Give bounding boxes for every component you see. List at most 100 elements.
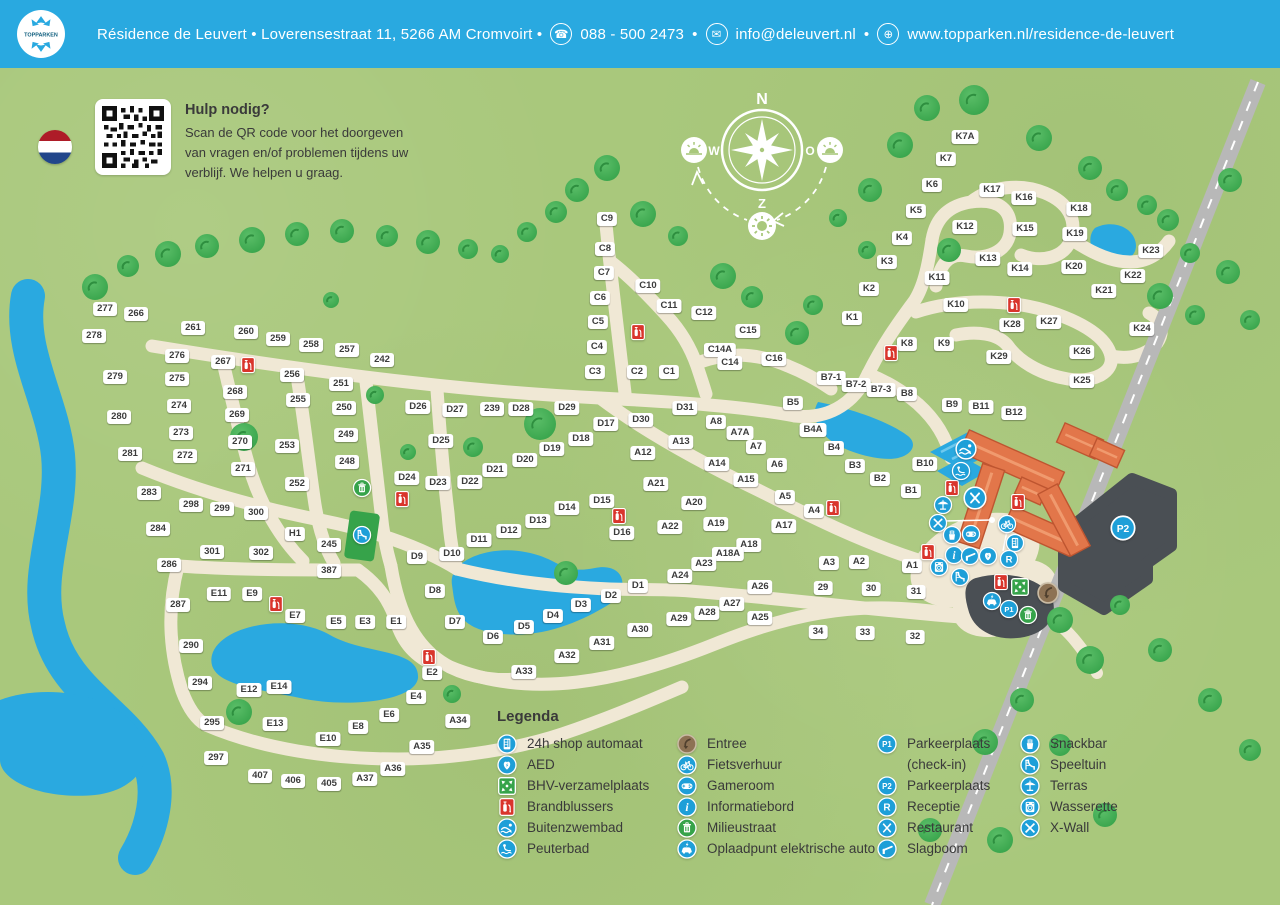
help-text-block: Hulp nodig? Scan de QR code voor het doo… [185,102,408,183]
legend-entry: Informatiebord [677,796,877,817]
brand-icon [610,507,628,525]
phone-number: 088 - 500 2473 [580,25,685,43]
legend-entry: Parkeerplaats [877,775,1020,796]
legend-entry: Wasserette [1020,796,1118,817]
legend-label: Informatiebord [707,799,795,814]
help-line: van vragen en/of problemen tijdens uw [185,145,409,160]
brand-icon [943,479,961,497]
legend-label: Brandblussers [527,799,614,814]
terras-icon [934,496,953,515]
legend-label: Fietsverhuur [707,757,783,772]
legend-entry: Slagboom [877,838,1020,859]
legend-entry: 24h shop automaat [497,733,677,754]
legend-label: Receptie [907,799,961,814]
info-icon [677,797,697,817]
globe-icon: ⊕ [877,23,900,45]
legend-label: BHV-verzamelplaats [527,778,650,793]
legend-label: Oplaadpunt elektrische auto [707,841,876,856]
legend-entry: BHV-verzamelplaats [497,775,677,796]
separator: • [692,25,698,43]
header-title: Résidence de Leuvert • Loverensestraat 1… [97,23,1174,45]
legend-entry: Milieustraat [677,817,877,838]
legend-entry: Brandblussers [497,796,677,817]
shop24-icon [497,734,517,754]
peuterbad-icon [952,462,971,481]
legend-label: Milieustraat [707,820,777,835]
brand-icon [882,344,900,362]
logo-text: TOPPARKEN [24,33,58,39]
legend-label: Terras [1050,778,1088,793]
zwembad-icon [955,438,977,460]
park-name-address: Résidence de Leuvert • Loverensestraat 1… [97,25,543,43]
bhv-icon [1010,577,1030,597]
legend-label: X-Wall [1050,820,1090,835]
qr-code [95,99,171,175]
legend-entry: AED [497,754,677,775]
milieu-icon [1019,606,1038,625]
milieu-icon [677,818,697,838]
zwembad-icon [497,818,517,838]
legend-entry: Terras [1020,775,1118,796]
entree-icon [1037,582,1059,604]
snackbar-icon [943,526,962,545]
legend-title: Legenda [497,708,559,725]
legend-entry: Oplaadpunt elektrische auto [677,838,877,859]
restaurant-icon [963,486,987,510]
fiets-icon [998,515,1017,534]
brand-icon [824,499,842,517]
oplaad-icon [677,839,697,859]
header-bar: TOPPARKEN Résidence de Leuvert • Loveren… [0,0,1280,68]
legend-label: Slagboom [907,841,968,856]
fiets-icon [677,755,697,775]
legend-entry: Buitenzwembad [497,817,677,838]
brand-icon [267,595,285,613]
speeltuin-icon [951,568,970,587]
p1-icon [877,734,897,754]
slagboom-icon [961,547,980,566]
legend-entry: Peuterbad [497,838,677,859]
legend-entry: Gameroom [677,775,877,796]
legend-label: Peuterbad [527,841,590,856]
legend-label: Restaurant [907,820,974,835]
legend-entry: Fietsverhuur [677,754,877,775]
website-url: www.topparken.nl/residence-de-leuvert [907,25,1175,43]
aed-icon [979,547,998,566]
bhv-icon [497,776,517,796]
p1-icon [1000,600,1019,619]
p2-icon [877,776,897,796]
legend-entry: X-Wall [1020,817,1118,838]
restaurant-icon [877,818,897,838]
separator: • [863,25,870,43]
speeltuin-icon [353,526,372,545]
snackbar-icon [1020,734,1040,754]
receptie-icon [1000,550,1019,569]
legend-label: 24h shop automaat [527,736,643,751]
help-title: Hulp nodig? [185,102,270,118]
legend-entry: Speeltuin [1020,754,1118,775]
receptie-icon [877,797,897,817]
help-line: Scan de QR code voor het doorgeven [185,125,404,140]
legend-label: Gameroom [707,778,775,793]
topparken-logo: TOPPARKEN [17,10,65,58]
aed-icon [497,755,517,775]
brand-icon [239,356,257,374]
legend-label: Snackbar [1050,736,1108,751]
gameroom-icon [962,525,981,544]
wasserette-icon [930,558,949,577]
legend-entry: Receptie [877,796,1020,817]
speeltuin-icon [1020,755,1040,775]
legend-entry: Entree [677,733,877,754]
legend-label: Speeltuin [1050,757,1107,772]
brand-icon [420,648,438,666]
brand-icon [1005,296,1023,314]
brand-icon [393,490,411,508]
brand-icon [992,573,1010,591]
help-line: verblijf. We helpen u graag. [185,165,344,180]
email-address: info@deleuvert.nl [735,25,856,43]
legend-label: Buitenzwembad [527,820,624,835]
legend-entry: Restaurant [877,817,1020,838]
wasserette-icon [1020,797,1040,817]
